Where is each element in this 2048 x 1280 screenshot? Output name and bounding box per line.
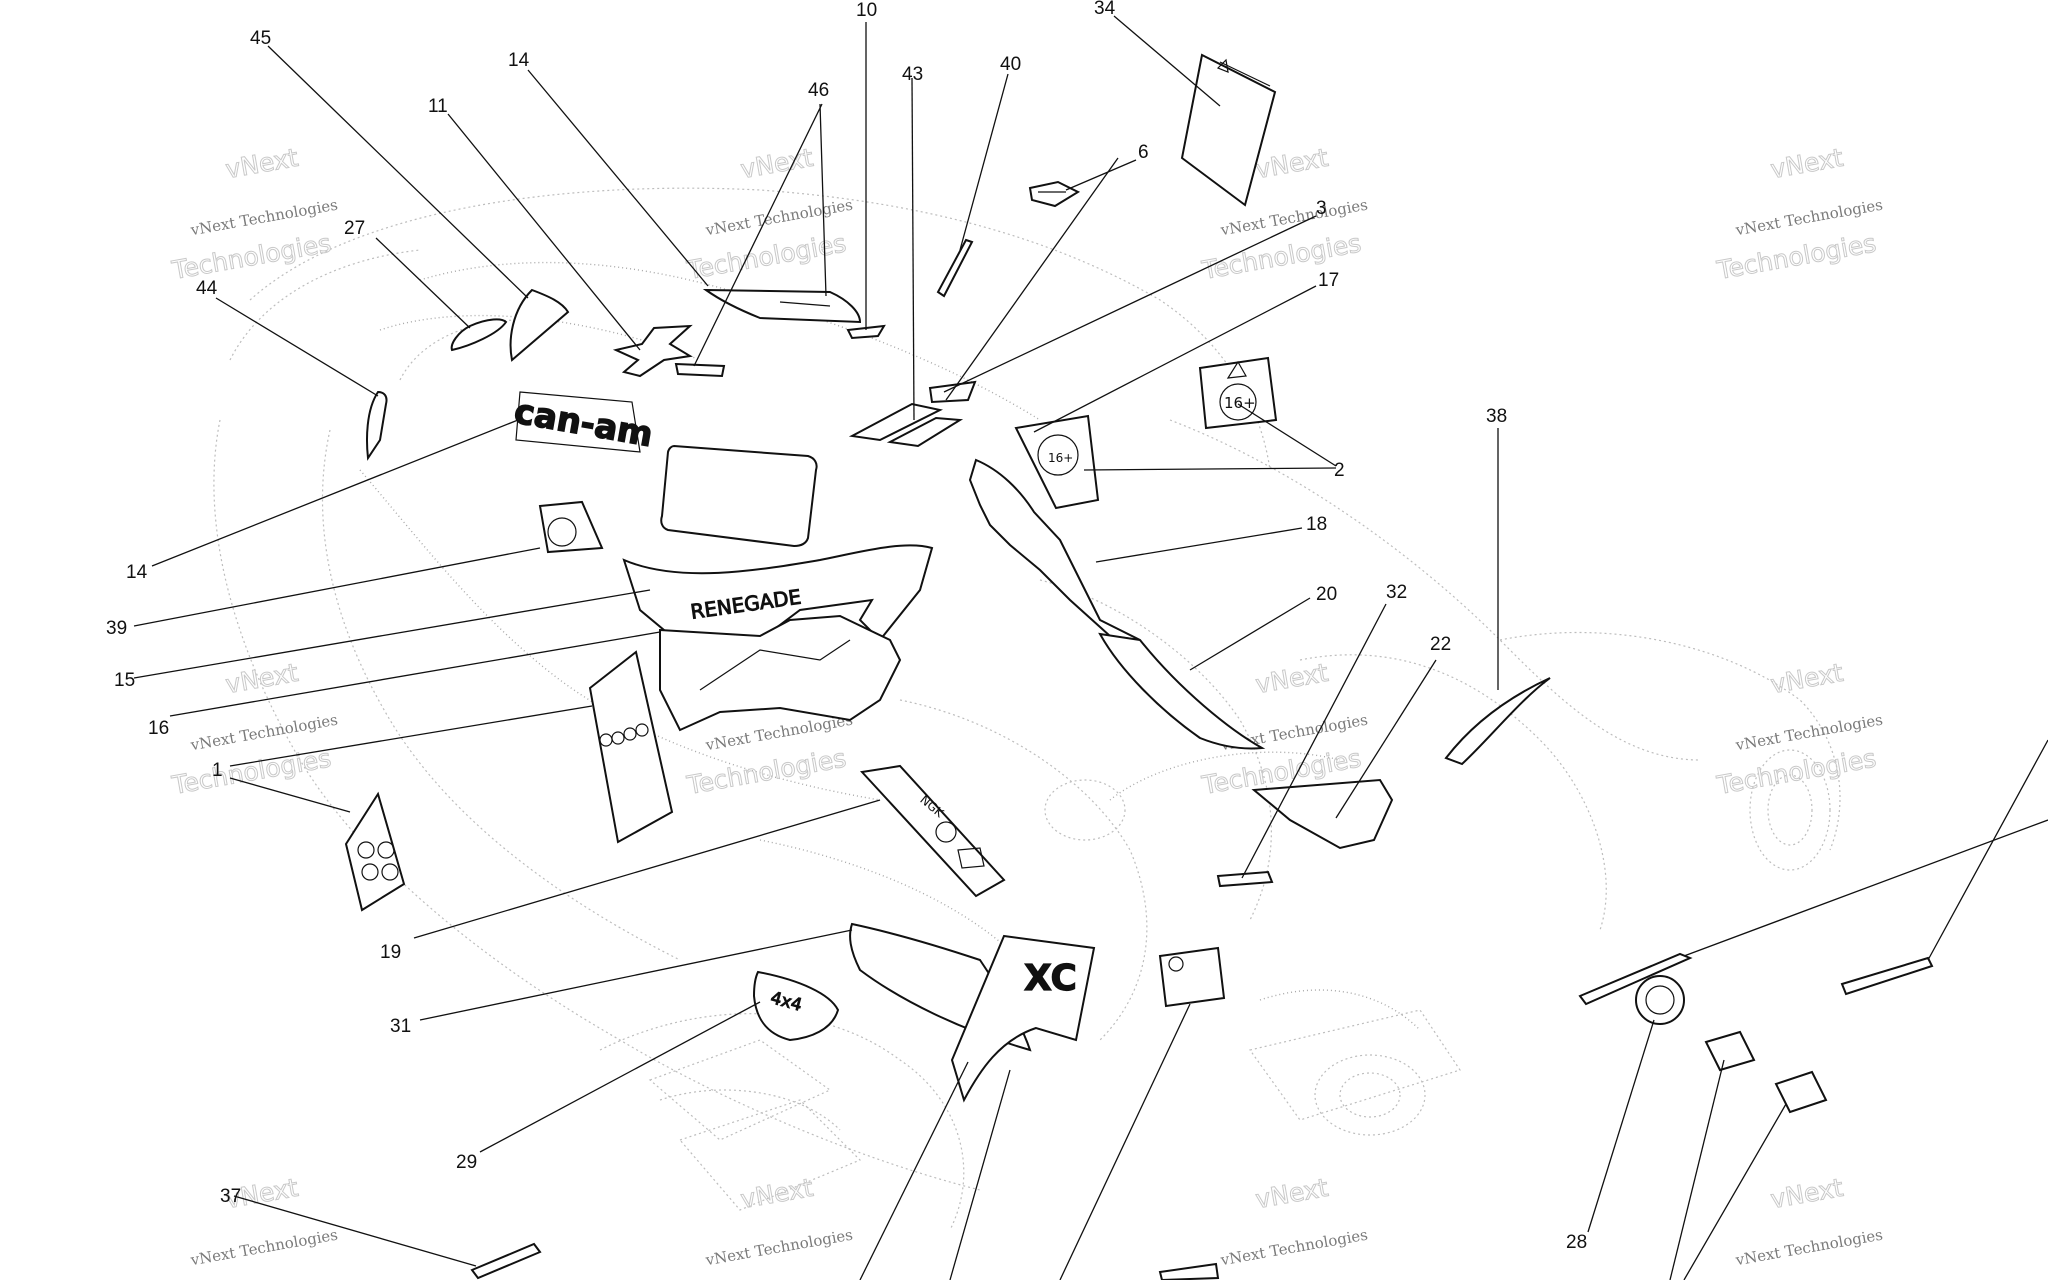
decal-44[interactable]	[366, 390, 388, 461]
decal-45[interactable]	[509, 288, 570, 362]
decal-bottom-center[interactable]	[1158, 1262, 1220, 1280]
callout-39[interactable]: 39	[106, 618, 127, 639]
decal-37[interactable]	[470, 1242, 542, 1280]
decal-43[interactable]	[848, 402, 964, 448]
decal-strip-lower-right[interactable]	[1578, 952, 1693, 1006]
svg-text:16+: 16+	[1224, 394, 1256, 412]
watermark: vNext vNext Technologies Technologies	[169, 657, 340, 800]
svg-text:vNext: vNext	[1768, 658, 1845, 699]
watermark: vNext vNext Technologies Technologies	[169, 142, 340, 285]
decal-3[interactable]	[928, 380, 977, 404]
decal-10[interactable]	[846, 324, 886, 340]
callout-11[interactable]: 11	[428, 96, 448, 117]
decal-14-can-am-logo[interactable]: can-am	[511, 391, 657, 456]
callout-14-top[interactable]: 14	[508, 50, 530, 71]
decal-16-lower-panel[interactable]	[659, 614, 902, 732]
callout-31[interactable]: 31	[390, 1016, 411, 1037]
decal-2-age-label[interactable]: 16+	[1198, 356, 1278, 430]
callout-32[interactable]: 32	[1386, 582, 1407, 603]
svg-text:vNext: vNext	[223, 658, 300, 699]
callout-22[interactable]: 22	[1430, 634, 1451, 655]
watermark: vNext vNext Technologies	[1733, 1172, 1884, 1270]
callout-15[interactable]: 15	[114, 670, 135, 691]
callout-labels: 45 11 14 27 44 46 43 10 40 34 6 3 17 2 3…	[106, 0, 1587, 1253]
decal-18-fender-stripe[interactable]	[968, 458, 1141, 641]
watermark: vNext vNext Technologies	[1218, 1172, 1369, 1270]
decal-32[interactable]	[1216, 870, 1274, 888]
svg-text:vNext Technologies: vNext Technologies	[1218, 1226, 1369, 1270]
svg-text:vNext: vNext	[1253, 143, 1330, 184]
decal-central-panel[interactable]	[660, 444, 818, 548]
watermark-group: vNext vNext Technologies Technologies vN…	[169, 142, 1885, 1270]
decal-28-round-gauge[interactable]	[1635, 975, 1685, 1025]
callout-40[interactable]: 40	[1000, 54, 1021, 75]
decal-40-stripe[interactable]	[936, 238, 974, 298]
leader-lines	[133, 15, 2048, 1280]
callout-20[interactable]: 20	[1316, 584, 1337, 605]
callout-1[interactable]: 1	[212, 760, 223, 781]
svg-text:vNext: vNext	[1253, 658, 1330, 699]
svg-text:vNext Technologies: vNext Technologies	[703, 1226, 854, 1270]
callout-27[interactable]: 27	[344, 218, 365, 239]
svg-text:vNext Technologies: vNext Technologies	[1733, 1226, 1884, 1270]
svg-text:XC: XC	[1024, 958, 1077, 999]
callout-10[interactable]: 10	[856, 0, 877, 21]
decal-34-warning-label[interactable]	[1180, 53, 1277, 207]
decal-xc-panel[interactable]: XC	[950, 934, 1096, 1103]
callout-14-left[interactable]: 14	[126, 562, 148, 583]
decal-15-renegade[interactable]: RENEGADE	[622, 544, 934, 662]
callout-18[interactable]: 18	[1306, 514, 1327, 535]
watermark: vNext vNext Technologies	[188, 1172, 339, 1270]
svg-text:can-am: can-am	[511, 392, 656, 456]
decal-bracket-1[interactable]	[1704, 1030, 1756, 1072]
decal-39-round[interactable]	[538, 500, 604, 554]
callout-44[interactable]: 44	[196, 278, 218, 299]
callout-46[interactable]: 46	[808, 80, 829, 101]
callout-17[interactable]: 17	[1318, 270, 1339, 291]
decal-46[interactable]	[674, 362, 726, 378]
callout-19[interactable]: 19	[380, 942, 401, 963]
decal-27[interactable]	[450, 318, 508, 352]
callout-2[interactable]: 2	[1334, 460, 1345, 481]
watermark: vNext vNext Technologies Technologies	[1714, 142, 1885, 285]
callout-34[interactable]: 34	[1094, 0, 1116, 19]
decal-22[interactable]	[1251, 778, 1394, 850]
decal-17-warning[interactable]: 16+	[1014, 414, 1100, 510]
decal-14-upper[interactable]	[702, 288, 862, 324]
decal-strip-far-right[interactable]	[1840, 956, 1934, 996]
svg-text:vNext Technologies: vNext Technologies	[188, 1226, 339, 1270]
vehicle-ghost-outline	[213, 187, 1841, 1231]
svg-text:16+: 16+	[1048, 451, 1073, 465]
callout-38[interactable]: 38	[1486, 406, 1507, 427]
decal-20[interactable]	[1098, 632, 1266, 750]
svg-text:vNext: vNext	[1768, 1173, 1845, 1214]
decal-19-ngk-label[interactable]: NGK	[860, 764, 1006, 898]
decal-badge-right[interactable]	[1158, 946, 1226, 1008]
decal-38[interactable]	[1444, 677, 1551, 766]
svg-text:vNext: vNext	[223, 143, 300, 184]
decal-11-x-logo[interactable]	[612, 324, 693, 378]
watermark: vNext vNext Technologies Technologies	[684, 142, 855, 285]
decal-1-small-panel[interactable]	[344, 791, 406, 912]
svg-text:vNext: vNext	[738, 1173, 815, 1214]
callout-3[interactable]: 3	[1316, 198, 1327, 219]
svg-text:vNext: vNext	[738, 143, 815, 184]
callout-28[interactable]: 28	[1566, 1232, 1587, 1253]
callout-37[interactable]: 37	[220, 1186, 241, 1207]
callout-45[interactable]: 45	[250, 28, 271, 49]
watermark: vNext vNext Technologies Technologies	[1714, 657, 1885, 800]
svg-text:vNext: vNext	[1768, 143, 1845, 184]
callout-29[interactable]: 29	[456, 1152, 477, 1173]
decal-1-tall-panel[interactable]	[588, 650, 674, 844]
decal-parts: 16+ 16+ can-am RENEGADE	[344, 53, 1934, 1280]
callout-6[interactable]: 6	[1138, 142, 1149, 163]
callout-43[interactable]: 43	[902, 64, 923, 85]
decal-6-badge[interactable]	[1028, 180, 1081, 208]
decal-bracket-2[interactable]	[1774, 1070, 1828, 1114]
svg-text:vNext: vNext	[1253, 1173, 1330, 1214]
decal-29-4x4[interactable]: 4x4	[752, 970, 840, 1042]
callout-16[interactable]: 16	[148, 718, 169, 739]
